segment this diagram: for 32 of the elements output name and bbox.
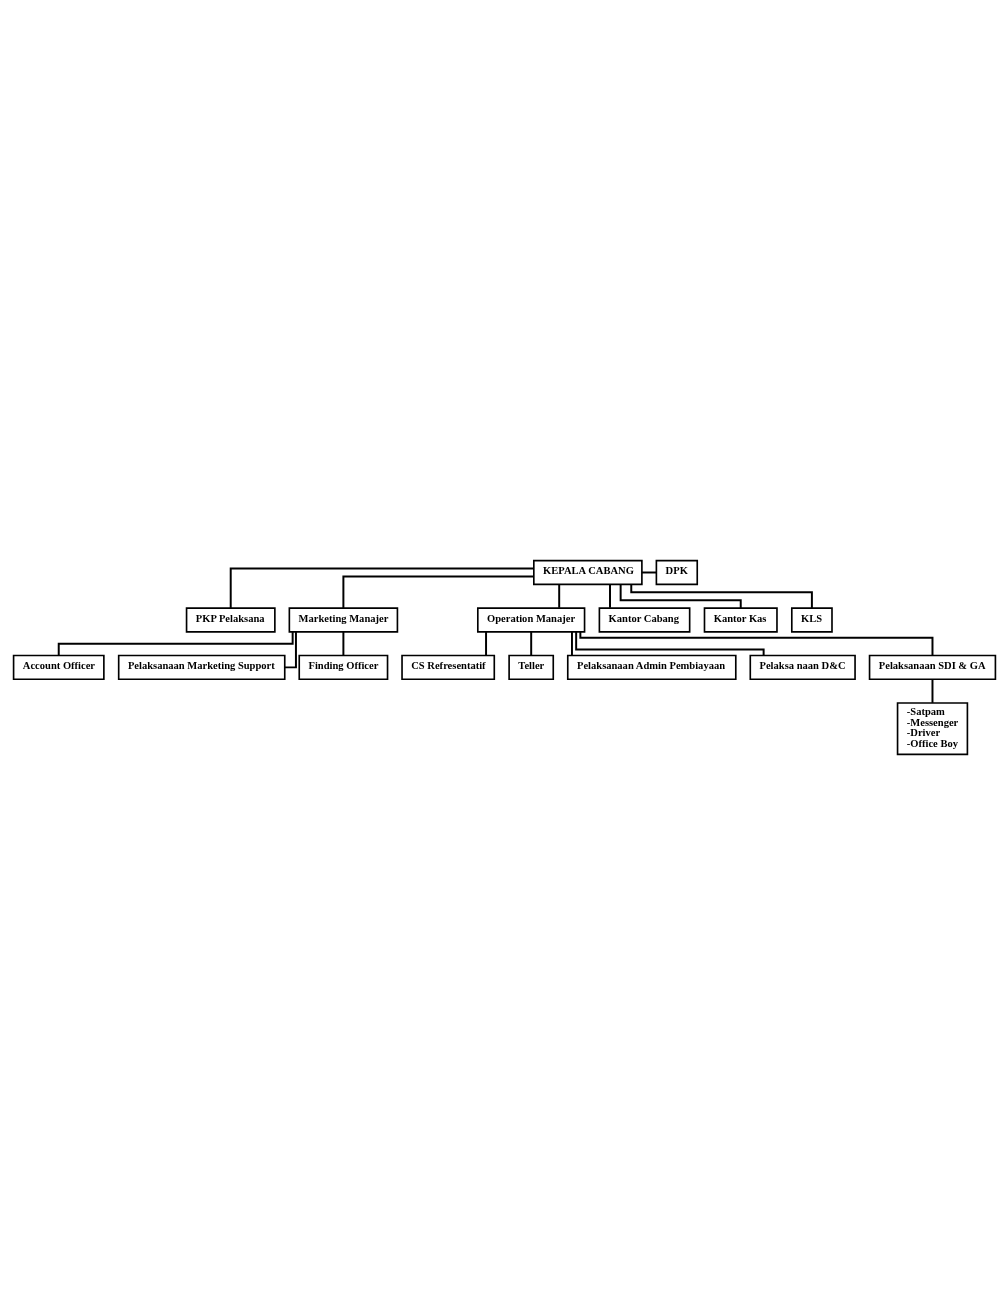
connector: [574, 630, 765, 657]
connector: [629, 583, 813, 610]
connector: [570, 630, 573, 657]
connector: [283, 630, 297, 669]
node-box: Teller: [507, 654, 554, 681]
node-box: PKP Pelaksana: [185, 607, 276, 633]
connector: [529, 630, 532, 657]
node-box: Finding Officer: [297, 654, 388, 681]
connector: [229, 567, 535, 609]
node-box: CS Refresentatif: [400, 654, 495, 681]
connector: [931, 678, 933, 704]
node-box: DPK: [655, 559, 698, 586]
connector: [578, 630, 933, 657]
connector: [57, 631, 294, 657]
node-box: Pelaksa naan D&C: [748, 654, 856, 681]
connector: [619, 583, 742, 609]
node-box: KLS: [790, 607, 833, 633]
connector: [341, 575, 535, 610]
connector: [484, 630, 487, 657]
node-box: Pelaksanaan Marketing Support: [117, 654, 286, 681]
node-box: Account Officer: [12, 654, 105, 681]
node-box: Kantor Cabang: [598, 607, 690, 633]
node-box: KEPALA CABANG: [532, 559, 643, 586]
connector: [341, 630, 344, 657]
node-box: -Satpam -Messenger -Driver -Office Boy: [896, 702, 968, 756]
connector: [608, 583, 611, 609]
node-box: Pelaksanaan Admin Pembiayaan: [566, 654, 737, 681]
node-box: Pelaksanaan SDI & GA: [868, 654, 996, 681]
node-box: Operation Manajer: [476, 607, 585, 633]
node-box: Kantor Kas: [703, 607, 778, 633]
connector: [557, 583, 560, 609]
node-box: Marketing Manajer: [288, 607, 398, 633]
